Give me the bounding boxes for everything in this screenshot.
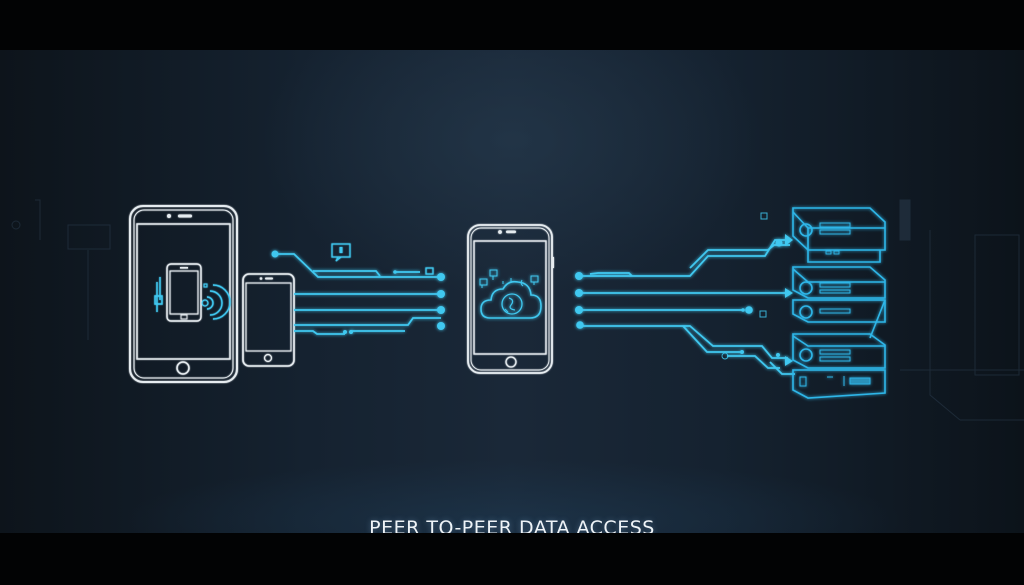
server-1 bbox=[793, 208, 885, 263]
chat-bubble-icon bbox=[331, 243, 434, 275]
letterbox-bottom bbox=[0, 533, 1024, 585]
large-tablet bbox=[130, 206, 237, 382]
background-circuitry bbox=[11, 199, 1024, 421]
left-connector-nodes bbox=[271, 250, 445, 334]
smartphone-icon bbox=[242, 273, 295, 367]
peer-to-peer-illustration: PEER TO-PEER DATA ACCESS bbox=[0, 50, 1024, 533]
phone-sync-icon bbox=[154, 263, 231, 322]
server-2 bbox=[793, 267, 885, 322]
small-phone bbox=[243, 274, 294, 366]
server-rack-icon bbox=[792, 207, 886, 399]
caption-title: PEER TO-PEER DATA ACCESS bbox=[369, 517, 655, 533]
small-data-icons bbox=[721, 212, 768, 360]
center-phone-icon bbox=[467, 224, 554, 374]
right-connector-nodes bbox=[575, 234, 793, 366]
right-connectors bbox=[579, 239, 795, 375]
left-connectors bbox=[275, 253, 441, 335]
center-cloud-phone bbox=[468, 225, 552, 373]
cloud-sync-icon bbox=[479, 269, 542, 319]
tablet-icon bbox=[129, 205, 238, 383]
server-3 bbox=[793, 334, 885, 398]
letterbox-top bbox=[0, 0, 1024, 50]
